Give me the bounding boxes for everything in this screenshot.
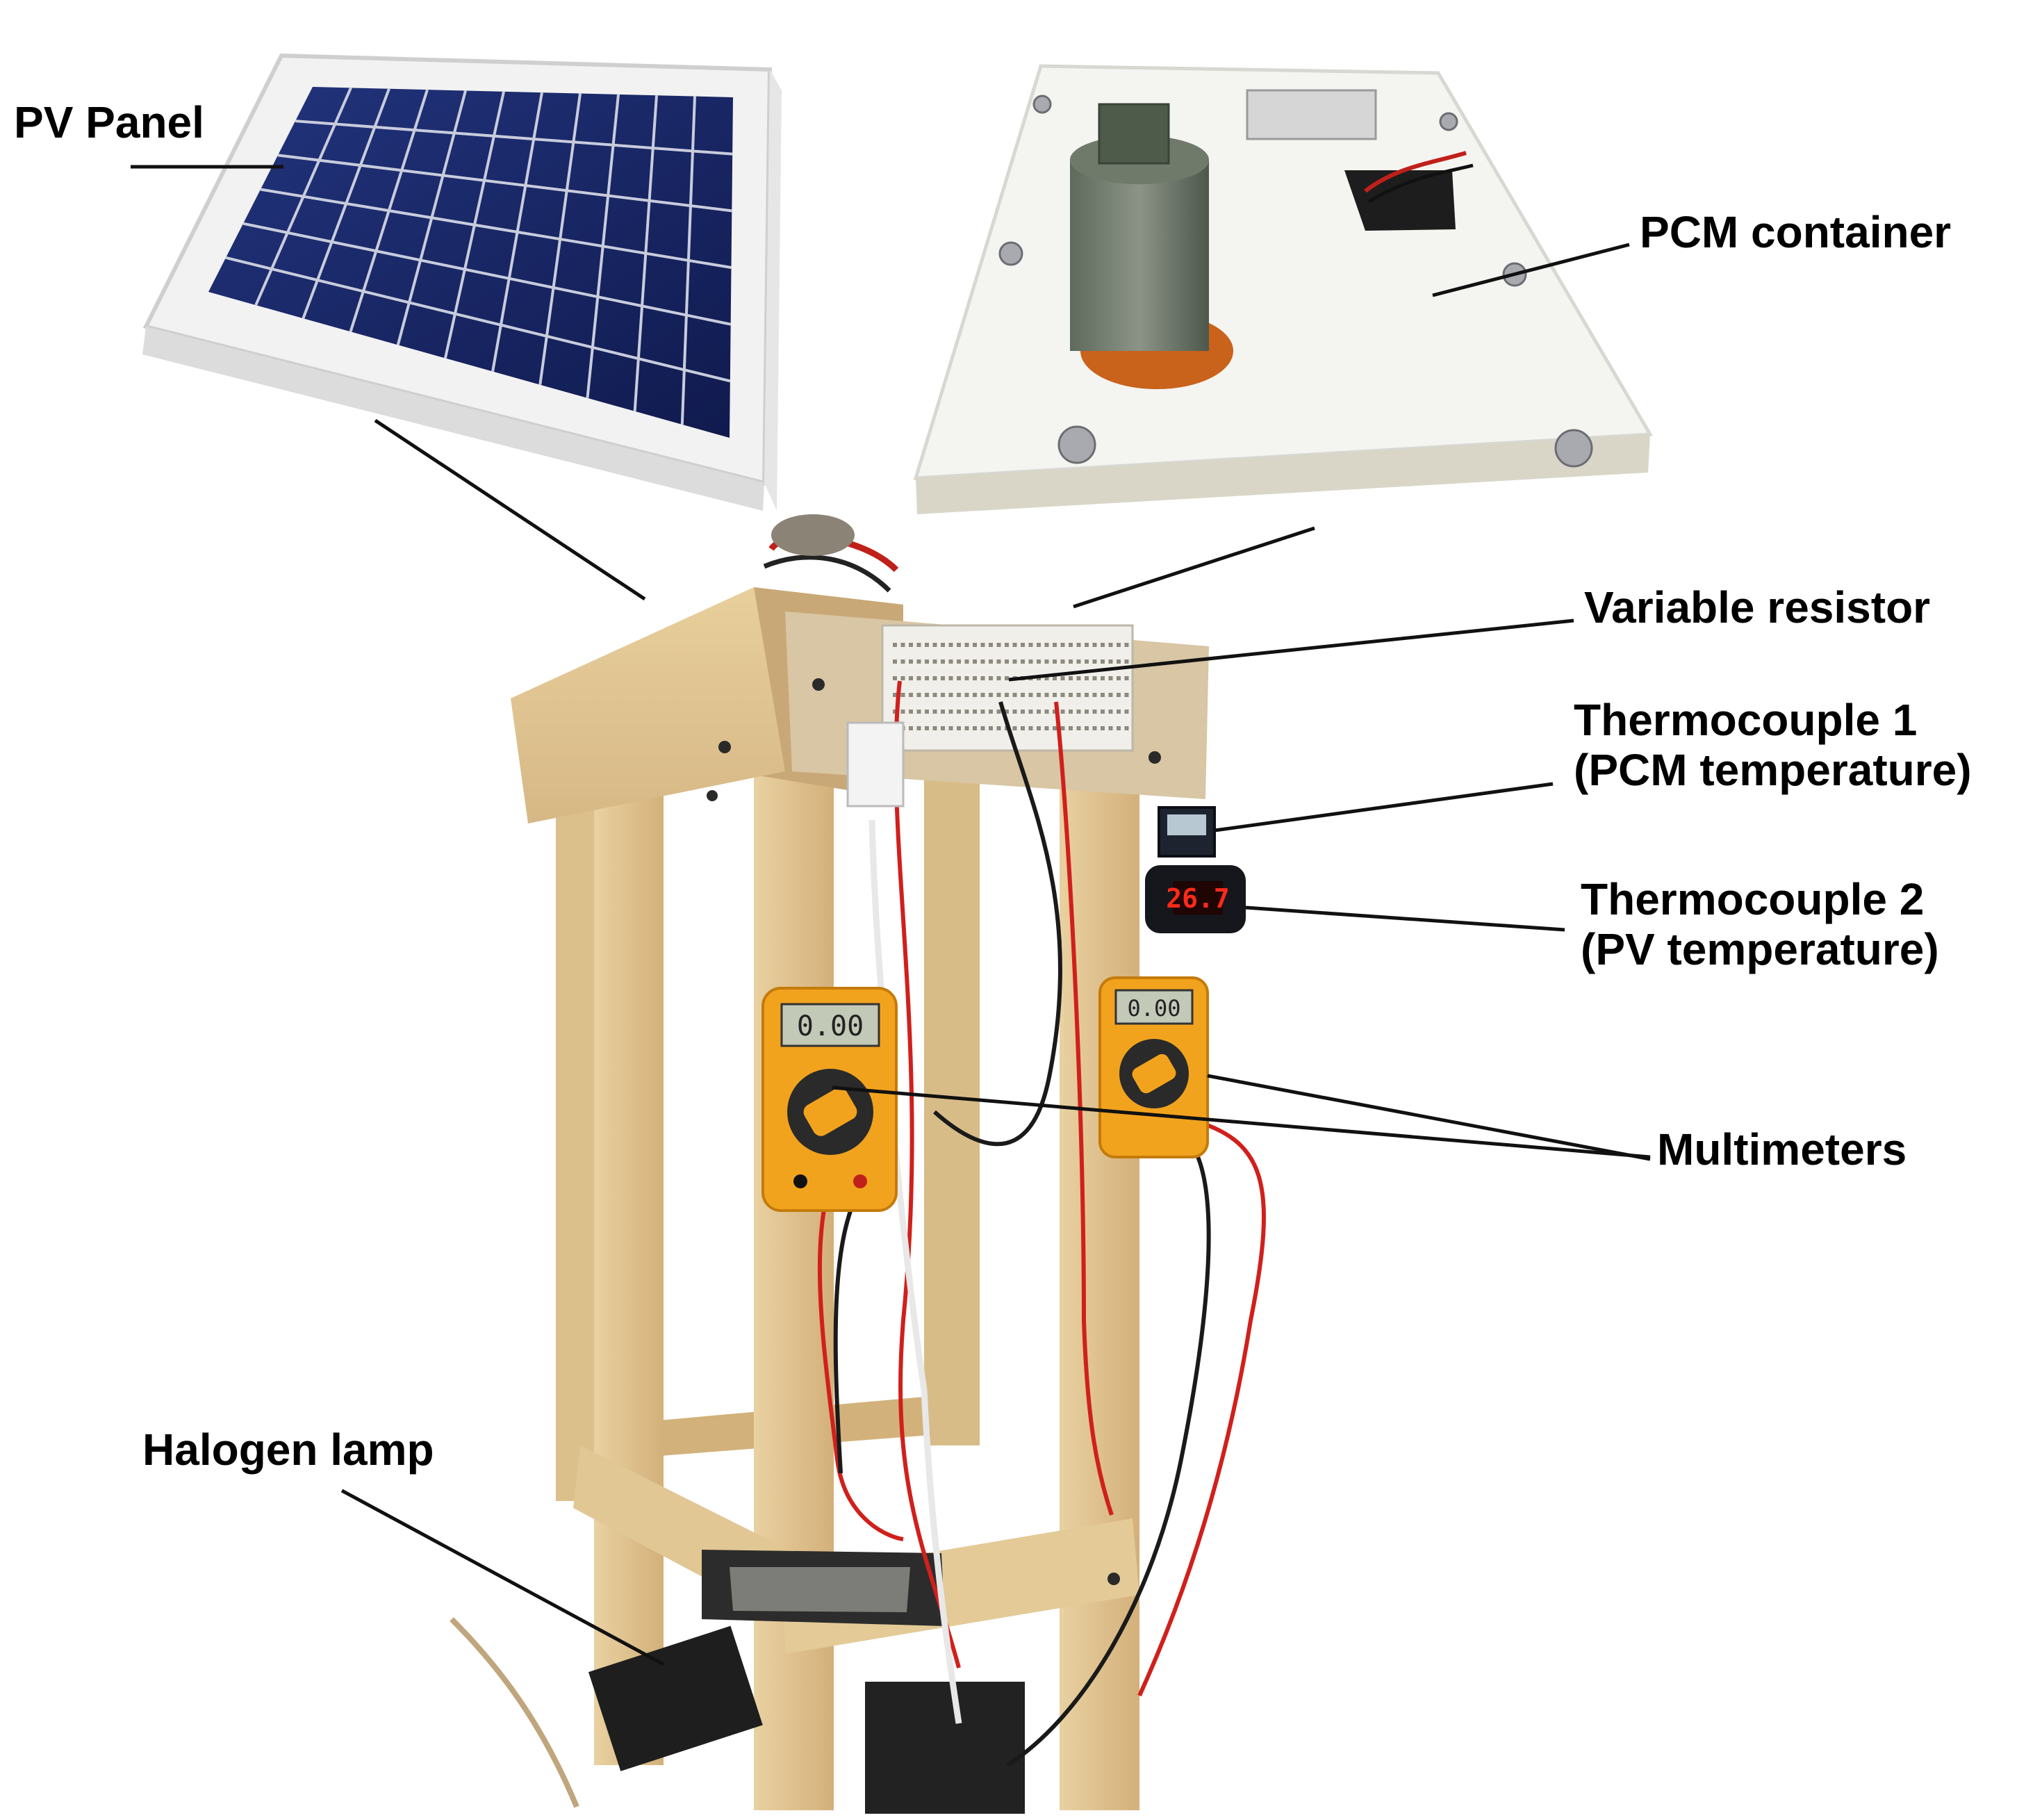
multimeters-label: Multimeters (1657, 1124, 1907, 1174)
thermocouple-2-display: 26.7 (1145, 865, 1246, 933)
pv-panel-connector-line (374, 418, 646, 601)
variable-resistor-label: Variable resistor (1584, 582, 1931, 632)
pcm-container-callout (1432, 243, 1630, 297)
thermocouple-2-subtitle: (PV temperature) (1581, 924, 1939, 974)
halogen-lamp-callout (340, 1489, 665, 1666)
thermostat-reading: 26.7 (1166, 883, 1230, 914)
wires (763, 534, 1266, 1767)
pv-panel-label: PV Panel (14, 97, 204, 147)
pcm-container (913, 64, 1654, 514)
thermocouple-1-reader (1158, 806, 1216, 858)
pv-panel (142, 53, 782, 511)
callout-lines (131, 165, 1651, 1666)
pcm-cylinder (1070, 160, 1209, 351)
thermocouple-1-title: Thermocouple 1 (1574, 695, 1918, 745)
connector-block (846, 721, 905, 807)
multimeter-right-reading: 0.00 (1127, 995, 1180, 1022)
multimeters-callout-right (1207, 1074, 1651, 1161)
halogen-lamp (450, 1550, 1025, 1814)
halogen-lamp-label: Halogen lamp (142, 1425, 434, 1475)
pcm-label-plate (1246, 89, 1377, 140)
thermocouple-2-label: Thermocouple 2 (PV temperature) (1581, 874, 1939, 974)
variable-resistor-callout (1008, 618, 1574, 682)
multimeter-left-reading: 0.00 (797, 1010, 864, 1042)
panel-bolts (998, 95, 1593, 468)
thermocouple-2-callout (1245, 905, 1565, 932)
thermocouple-1-subtitle: (PCM temperature) (1574, 745, 1972, 795)
thermocouple-2-title: Thermocouple 2 (1581, 874, 1925, 924)
pcm-container-label: PCM container (1640, 207, 1952, 257)
thermocouple-1-callout (1214, 782, 1554, 833)
multimeter-left: 0.00 (761, 987, 898, 1212)
wire-bundle (771, 514, 855, 556)
multimeters-callout-left (832, 1085, 1651, 1159)
solar-cell-grid (225, 87, 733, 425)
multimeter-right: 0.00 (1098, 976, 1209, 1158)
thermocouple-1-label: Thermocouple 1 (PCM temperature) (1574, 695, 1972, 795)
pcm-connector-line (1073, 526, 1315, 609)
